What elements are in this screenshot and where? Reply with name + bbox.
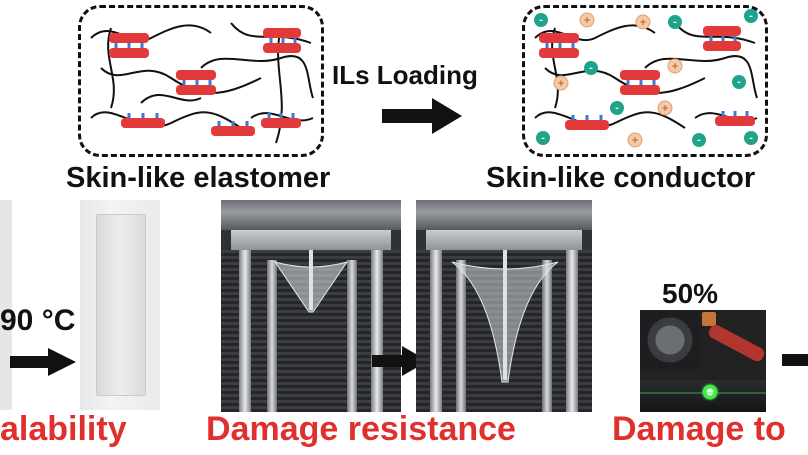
polymer-chain [140, 93, 202, 104]
crosslink-cluster [715, 111, 755, 126]
cation-icon: + [635, 14, 651, 30]
svg-text:-: - [749, 12, 753, 22]
right-arrow-icon [382, 98, 462, 134]
anion-icon: - [668, 15, 682, 29]
anion-icon: - [744, 9, 758, 23]
svg-text:+: + [557, 79, 565, 89]
damage-tolerance-photo [640, 310, 766, 412]
right-arrow-icon [372, 346, 428, 376]
crosslink-cluster [263, 28, 301, 53]
scalability-caption: alability [0, 410, 127, 448]
right-arrow-icon [782, 354, 808, 366]
elastomer-network-svg [90, 22, 314, 144]
cation-icon: + [667, 58, 683, 74]
crosslink-cluster [620, 70, 660, 95]
anion-icon: - [744, 131, 758, 145]
svg-text:-: - [541, 134, 545, 144]
svg-text:+: + [639, 18, 647, 28]
anion-icon: - [610, 101, 624, 115]
anion-icon: - [584, 61, 598, 75]
polymer-chain [644, 55, 758, 99]
polymer-chain [107, 27, 115, 109]
conductor-network-svg: - + + - - + - + - - + - + - - [534, 9, 758, 148]
crosslink-cluster [261, 113, 301, 128]
polymer-chain [275, 27, 283, 144]
polymer-chain [90, 24, 212, 41]
svg-text:+: + [631, 136, 639, 146]
crosslink-cluster [176, 70, 216, 95]
conductor-network-diagram: - + + - - + - + - - + - + - - [522, 5, 768, 157]
polymer-chain [200, 55, 314, 99]
cation-icon: + [579, 12, 595, 28]
polymer-chain [534, 24, 656, 41]
svg-text:-: - [589, 64, 593, 74]
conductor-caption: Skin-like conductor [486, 162, 756, 194]
svg-text:+: + [671, 62, 679, 72]
svg-text:-: - [737, 78, 741, 88]
polymer-chain [90, 111, 242, 129]
polymer-chain [674, 22, 756, 44]
elastomer-caption: Skin-like elastomer [66, 162, 331, 194]
anion-icon: - [732, 75, 746, 89]
anion-icon: - [692, 133, 706, 147]
polymer-chain [544, 67, 706, 94]
crosslink-cluster [565, 115, 609, 130]
svg-text:-: - [615, 104, 619, 114]
damage-resistance-caption: Damage resistance [206, 410, 516, 448]
svg-text:-: - [673, 18, 677, 28]
polymer-chain [230, 22, 312, 44]
puncture-test-photo-after [416, 200, 592, 412]
crosslink-cluster [703, 26, 741, 51]
svg-text:-: - [697, 136, 701, 146]
svg-text:-: - [749, 134, 753, 144]
puncture-test-photo-before [221, 200, 401, 412]
damage-tolerance-caption: Damage to [612, 410, 786, 448]
crosslink-cluster [539, 33, 579, 58]
polymer-chain [100, 67, 262, 94]
cation-icon: + [657, 100, 673, 116]
svg-text:+: + [661, 104, 669, 114]
cation-icon: + [627, 132, 643, 148]
anion-icon: - [536, 131, 550, 145]
elastomer-network-diagram [78, 5, 324, 157]
svg-text:-: - [539, 16, 543, 26]
film-sample-photo [80, 200, 160, 410]
crosslink-cluster [121, 113, 165, 128]
right-arrow-icon [10, 348, 76, 376]
anion-icon: - [534, 13, 548, 27]
strain-label: 50% [662, 278, 719, 309]
temperature-label: 90 °C [0, 304, 76, 337]
ils-loading-label: ILs Loading [332, 60, 478, 90]
polymer-chain [534, 111, 686, 129]
svg-text:+: + [583, 16, 591, 26]
crosslink-cluster [109, 33, 149, 58]
cropped-sample-photo [0, 200, 12, 410]
cation-icon: + [553, 75, 569, 91]
crosslink-cluster [211, 121, 255, 136]
